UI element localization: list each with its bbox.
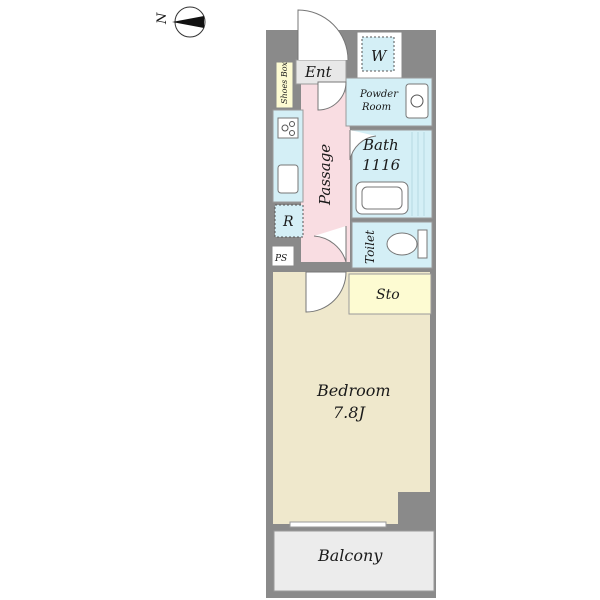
powder-door-swing: [317, 81, 347, 111]
storage-label: Sto: [376, 287, 400, 303]
bathtub-icon: [355, 181, 409, 215]
compass-needle-icon: [172, 16, 204, 28]
shoes-box: [275, 61, 294, 109]
basin-bowl-icon: [410, 94, 424, 108]
bath-label-line2: 1116: [362, 156, 401, 174]
balcony-label: Balcony: [317, 546, 383, 565]
washer-space[interactable]: [361, 36, 395, 72]
toilet-label: Toilet: [363, 230, 377, 264]
bath-label-line1: Bath: [362, 136, 399, 154]
toilet-door-swing: [313, 226, 347, 263]
refrigerator-space[interactable]: [274, 204, 304, 238]
powder-room-label-line2: Room: [361, 102, 391, 113]
bedroom-door-swing: [305, 271, 347, 313]
burner-icon: [289, 130, 295, 136]
kitchen-sink-icon: [277, 164, 299, 194]
powder-room-label-line1: Powder: [359, 89, 399, 100]
passage-label: Passage: [316, 144, 334, 206]
entrance-door-swing: [297, 9, 349, 61]
pipe-space: [271, 245, 295, 267]
washer-label: W: [371, 47, 388, 65]
basin-icon: [405, 83, 429, 119]
compass-north-label: N: [155, 12, 170, 25]
pipe-space-label: PS: [274, 254, 287, 264]
bedroom-label-line2: 7.8J: [333, 403, 366, 422]
passage-floor[interactable]: [301, 82, 350, 262]
bath-door-swing: [349, 130, 377, 161]
balcony-floor[interactable]: [273, 530, 435, 592]
bathtub-inner-icon: [361, 186, 403, 210]
bedroom-window: [289, 521, 387, 528]
bedroom-label-line1: Bedroom: [316, 381, 391, 400]
toilet-bowl-icon: [386, 232, 418, 256]
refrigerator-label: R: [282, 214, 294, 230]
shoes-box-label: Shoes Box: [280, 61, 289, 104]
storage-floor[interactable]: [348, 273, 432, 315]
toilet-tank-icon: [417, 229, 428, 259]
bedroom-floor[interactable]: [273, 272, 430, 524]
burner-icon: [289, 121, 295, 127]
burner-icon: [281, 124, 289, 132]
entrance-label: Ent: [304, 63, 333, 81]
